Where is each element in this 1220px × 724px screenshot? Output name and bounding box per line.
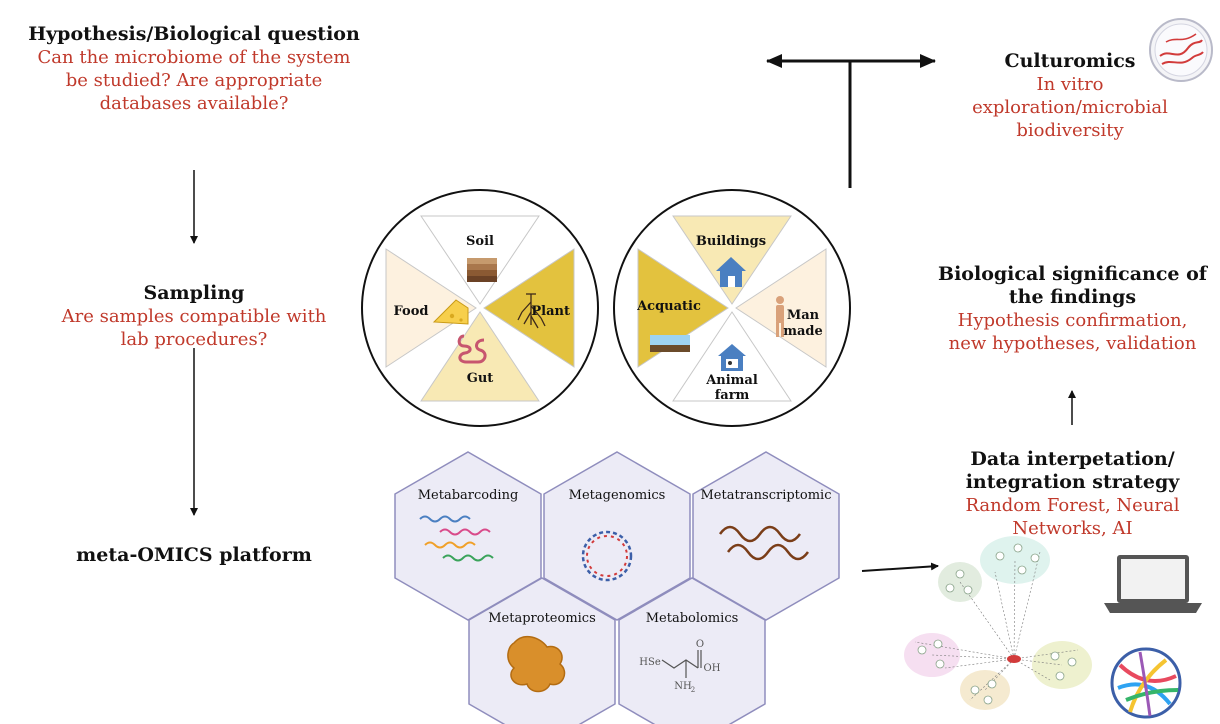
house-icon — [716, 257, 746, 287]
molecule-hse: HSe — [639, 657, 661, 668]
label-metagenomics: Metagenomics — [569, 488, 666, 503]
chord-diagram-icon — [1110, 647, 1182, 719]
integration-block: Data interpetation/ integration strategy… — [935, 448, 1210, 540]
label-metatranscriptomic: Metatranscriptomic — [700, 488, 831, 503]
hypothesis-question-line-2: be studied? Are appropriate — [65, 70, 323, 91]
label-plant: Plant — [531, 304, 570, 319]
label-metabarcoding: Metabarcoding — [418, 488, 519, 503]
integration-title-line-2: integration strategy — [965, 471, 1180, 493]
culturomics-title: Culturomics — [1004, 50, 1136, 72]
label-man: Man — [787, 308, 820, 323]
rna-strands-icon — [718, 525, 810, 561]
platform-title: meta-OMICS platform — [76, 544, 312, 566]
human-figure-icon — [776, 296, 784, 337]
significance-title-line-2: the findings — [1008, 286, 1137, 308]
significance-block: Biological significance of the findings … — [925, 263, 1220, 355]
culturomics-line-1: In vitro — [1036, 74, 1104, 95]
label-food: Food — [394, 304, 429, 319]
label-metaproteomics: Metaproteomics — [488, 611, 596, 626]
sampling-title: Sampling — [143, 282, 245, 304]
segment-food — [385, 248, 477, 368]
significance-title-line-1: Biological significance of — [938, 263, 1207, 285]
arrow-omics-to-integration — [861, 562, 939, 572]
laptop-icon — [1104, 555, 1202, 613]
hypothesis-question-line-3: databases available? — [99, 93, 289, 114]
label-buildings: Buildings — [696, 234, 766, 249]
plant-roots-icon — [517, 293, 546, 329]
label-farm: farm — [715, 388, 750, 403]
water-icon — [650, 335, 690, 352]
molecule-oh: OH — [704, 663, 721, 674]
label-acquatic: Acquatic — [636, 299, 701, 314]
culturomics-line-2: exploration/microbial — [972, 97, 1168, 118]
integration-title-line-1: Data interpetation/ — [970, 448, 1175, 470]
dna-strands-icon — [419, 515, 494, 562]
network-graph-icon — [904, 536, 1092, 710]
hexagon-metagenomics: Metagenomics — [543, 451, 691, 621]
hypothesis-block: Hypothesis/Biological question Can the m… — [0, 22, 388, 115]
label-soil: Soil — [466, 234, 494, 249]
gut-icon — [457, 334, 487, 364]
significance-line-2: new hypotheses, validation — [948, 333, 1197, 354]
hexagon-metatranscriptomic: Metatranscriptomic — [692, 451, 840, 621]
environment-circle-right: Buildings Acquatic Man made Animal farm — [613, 189, 851, 427]
sampling-question-line-1: Are samples compatible with — [61, 306, 327, 327]
sampling-question-line-2: lab procedures? — [120, 329, 268, 350]
label-made: made — [783, 324, 823, 339]
label-animal: Animal — [705, 373, 758, 388]
culturomics-block: Culturomics In vitro exploration/microbi… — [935, 50, 1205, 142]
molecule-nh-subscript: 2 — [691, 686, 695, 694]
label-metabolomics: Metabolomics — [646, 611, 739, 626]
culturomics-line-3: biodiversity — [1016, 120, 1124, 141]
molecule-structure-icon — [661, 650, 702, 678]
petri-dish-icon — [1149, 18, 1213, 82]
label-gut: Gut — [467, 371, 494, 386]
hexagon-metabolomics: Metabolomics O OH HSe NH 2 — [618, 577, 766, 724]
environment-circle-left: Soil Food Plant Gut — [361, 189, 599, 427]
barn-icon — [718, 344, 746, 371]
integration-line-1: Random Forest, Neural — [965, 495, 1180, 516]
significance-line-1: Hypothesis confirmation, — [957, 310, 1188, 331]
integration-line-2: Networks, AI — [1012, 518, 1133, 539]
hexagon-metabarcoding: Metabarcoding — [394, 451, 542, 621]
segment-plant — [483, 248, 575, 368]
hypothesis-title: Hypothesis/Biological question — [28, 23, 360, 45]
cheese-icon — [432, 299, 469, 325]
molecule-nh: NH — [674, 681, 692, 692]
hexagon-metaproteomics: Metaproteomics — [468, 577, 616, 724]
segment-gut — [420, 311, 540, 402]
circular-dna-icon — [581, 530, 633, 582]
soil-layers-icon — [467, 258, 497, 282]
sampling-block: Sampling Are samples compatible with lab… — [0, 282, 388, 351]
hypothesis-question-line-1: Can the microbiome of the system — [37, 47, 351, 68]
molecule-o: O — [696, 639, 704, 650]
protein-blob-icon — [507, 635, 566, 693]
